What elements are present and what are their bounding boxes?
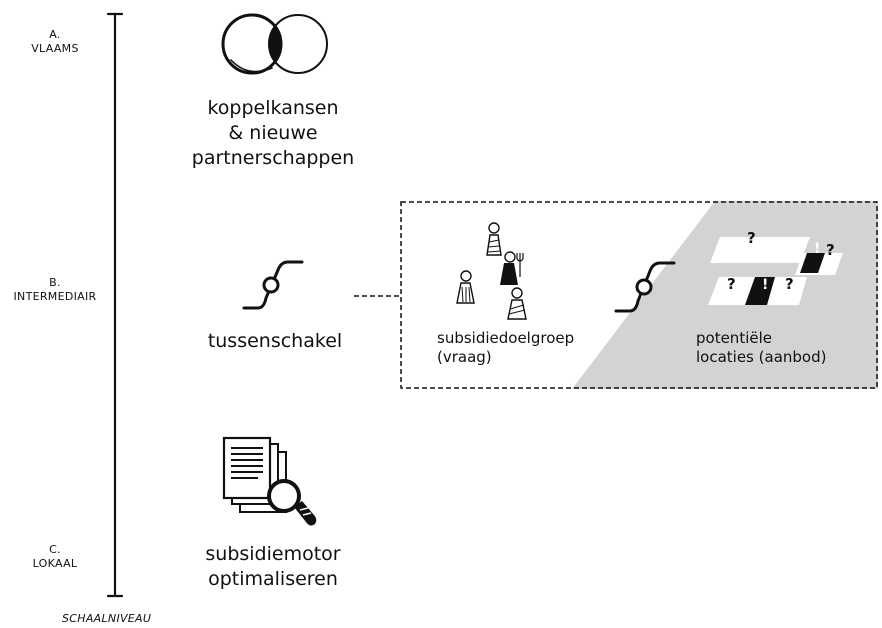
koppelkansen-line-2: & nieuwe (228, 122, 318, 144)
subsidiemotor-line-2: optimaliseren (208, 568, 338, 590)
level-a-letter: A. (49, 28, 61, 41)
connector-link-icon (614, 261, 676, 313)
supply-line-2: locaties (aanbod) (696, 348, 827, 366)
level-a: A. VLAAMS (20, 28, 90, 56)
subsidiemotor-label: subsidiemotor optimaliseren (168, 542, 378, 592)
tussenschakel-label: tussenschakel (207, 330, 343, 352)
person-figure (500, 251, 524, 285)
question-mark: ? (785, 275, 794, 293)
koppelkansen-line-1: koppelkansen (207, 97, 339, 119)
connector-link-icon (242, 260, 304, 310)
document-magnifier-icon (222, 436, 317, 526)
axis-caption: SCHAALNIVEAU (62, 612, 152, 625)
venn-diagram-icon (221, 13, 328, 75)
location-tile-highlighted (745, 277, 775, 305)
exclamation-mark: ! (762, 277, 769, 293)
supply-label: potentiële locaties (aanbod) (696, 329, 826, 367)
exclamation-mark: ! (814, 241, 821, 257)
supply-line-1: potentiële (696, 329, 772, 347)
demand-line-2: (vraag) (437, 348, 492, 366)
question-mark: ? (747, 229, 756, 247)
person-figure (507, 287, 527, 320)
koppelkansen-label: koppelkansen & nieuwe partnerschappen (168, 96, 378, 171)
level-a-name: VLAAMS (31, 42, 79, 55)
demand-line-1: subsidiedoelgroep (437, 329, 575, 347)
demand-label: subsidiedoelgroep (vraag) (437, 329, 574, 367)
magnifier-icon (267, 479, 317, 526)
level-c-name: LOKAAL (32, 557, 78, 570)
level-c: C. LOKAAL (20, 543, 90, 571)
person-figure (486, 222, 502, 256)
koppelkansen-line-3: partnerschappen (191, 147, 355, 169)
subsidiemotor-line-1: subsidiemotor (205, 543, 341, 565)
question-mark: ? (826, 241, 835, 259)
person-figure (456, 270, 475, 304)
level-b-name: INTERMEDIAIR (13, 290, 97, 303)
location-tile (710, 237, 810, 263)
detail-box: ? ? ? ? ! ! subsidiedoelgroep (vraag) po… (400, 201, 878, 389)
level-b-letter: B. (49, 276, 61, 289)
location-tiles-icon (708, 237, 843, 305)
level-b: B. INTERMEDIAIR (5, 276, 105, 304)
location-tile-highlighted (800, 253, 825, 273)
question-mark: ? (727, 275, 736, 293)
dashed-connector (354, 295, 402, 297)
level-c-letter: C. (49, 543, 61, 556)
people-group-icon (456, 222, 527, 320)
